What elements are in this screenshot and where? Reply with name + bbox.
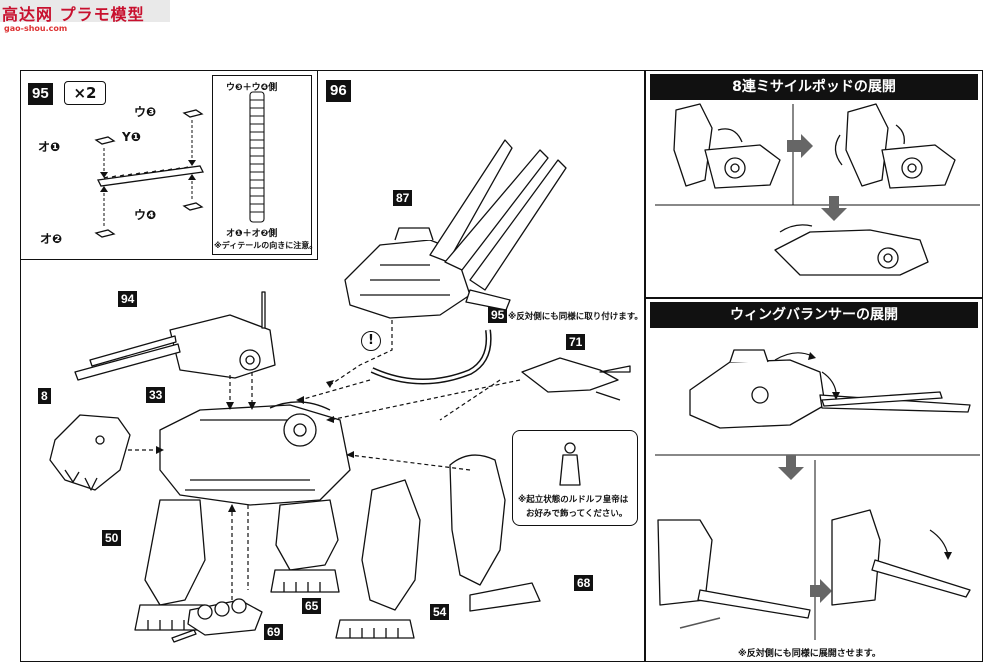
chain-detail-note: ※ディテールの向きに注意。 xyxy=(214,241,318,250)
caution-icon: ! xyxy=(361,331,381,351)
part-65: 65 xyxy=(302,598,322,614)
weapon-69 xyxy=(171,598,263,643)
wing-panel-frame xyxy=(645,298,983,662)
watermark-url: gao-shou.com xyxy=(4,24,68,33)
part-label-y1: Y❶ xyxy=(122,130,141,144)
figure-note-line2: お好みで飾ってください。 xyxy=(526,509,628,519)
step-96-number: 96 xyxy=(326,80,351,102)
part-label-u4: ウ❹ xyxy=(134,208,157,222)
part-label-o2: オ❷ xyxy=(40,232,63,246)
step-95-number: 95 xyxy=(28,83,53,105)
chain-top-label: ウ❸＋ウ❹側 xyxy=(226,83,278,93)
part-69: 69 xyxy=(264,624,284,640)
missile-pod-87 xyxy=(344,139,567,319)
emperor-figure xyxy=(559,442,581,486)
part-54: 54 xyxy=(430,604,450,620)
missile-panel-frame xyxy=(645,70,983,298)
main-frame xyxy=(20,70,645,662)
part-68: 68 xyxy=(574,575,594,591)
wing-panel-title: ウィングバランサーの展開 xyxy=(650,302,978,328)
assembled-chain xyxy=(249,91,265,223)
note-95-opposite-side: ※反対側にも同様に取り付けます。 xyxy=(508,312,643,322)
part-87: 87 xyxy=(393,190,413,206)
part-95: 95 xyxy=(488,307,508,323)
tail-part-71 xyxy=(521,357,631,401)
part-label-o1: オ❶ xyxy=(38,140,61,154)
wing-panel-note: ※反対側にも同様に展開させます。 xyxy=(738,649,881,659)
part-8: 8 xyxy=(38,388,51,404)
chain-95 xyxy=(370,329,492,385)
part-94: 94 xyxy=(118,291,138,307)
chain-inset-frame xyxy=(212,75,312,255)
leg-68 xyxy=(449,454,541,612)
track-bar-y1 xyxy=(97,165,204,187)
multiplier-badge: ×2 xyxy=(64,81,106,105)
part-o1-piece xyxy=(94,109,204,238)
body-33 xyxy=(159,401,351,506)
caution-mark: ! xyxy=(368,333,374,348)
chain-bottom-label: オ❶＋オ❷側 xyxy=(226,229,278,239)
part-label-u3: ウ❸ xyxy=(134,105,157,119)
head-8 xyxy=(49,414,131,491)
part-71: 71 xyxy=(566,334,586,350)
leg-54 xyxy=(335,479,421,639)
leg-65 xyxy=(270,499,340,593)
part-50: 50 xyxy=(102,530,122,546)
step95-frame xyxy=(20,70,318,260)
cannon-unit-94 xyxy=(74,291,276,381)
figure-note-line1: ※起立状態のルドルフ皇帝は xyxy=(518,495,629,505)
missile-panel-title: 8連ミサイルポッドの展開 xyxy=(650,74,978,100)
part-33: 33 xyxy=(146,387,166,403)
watermark-logo: 高达网 プラモ模型 xyxy=(0,0,170,24)
watermark-title: 高达网 プラモ模型 xyxy=(2,5,145,24)
